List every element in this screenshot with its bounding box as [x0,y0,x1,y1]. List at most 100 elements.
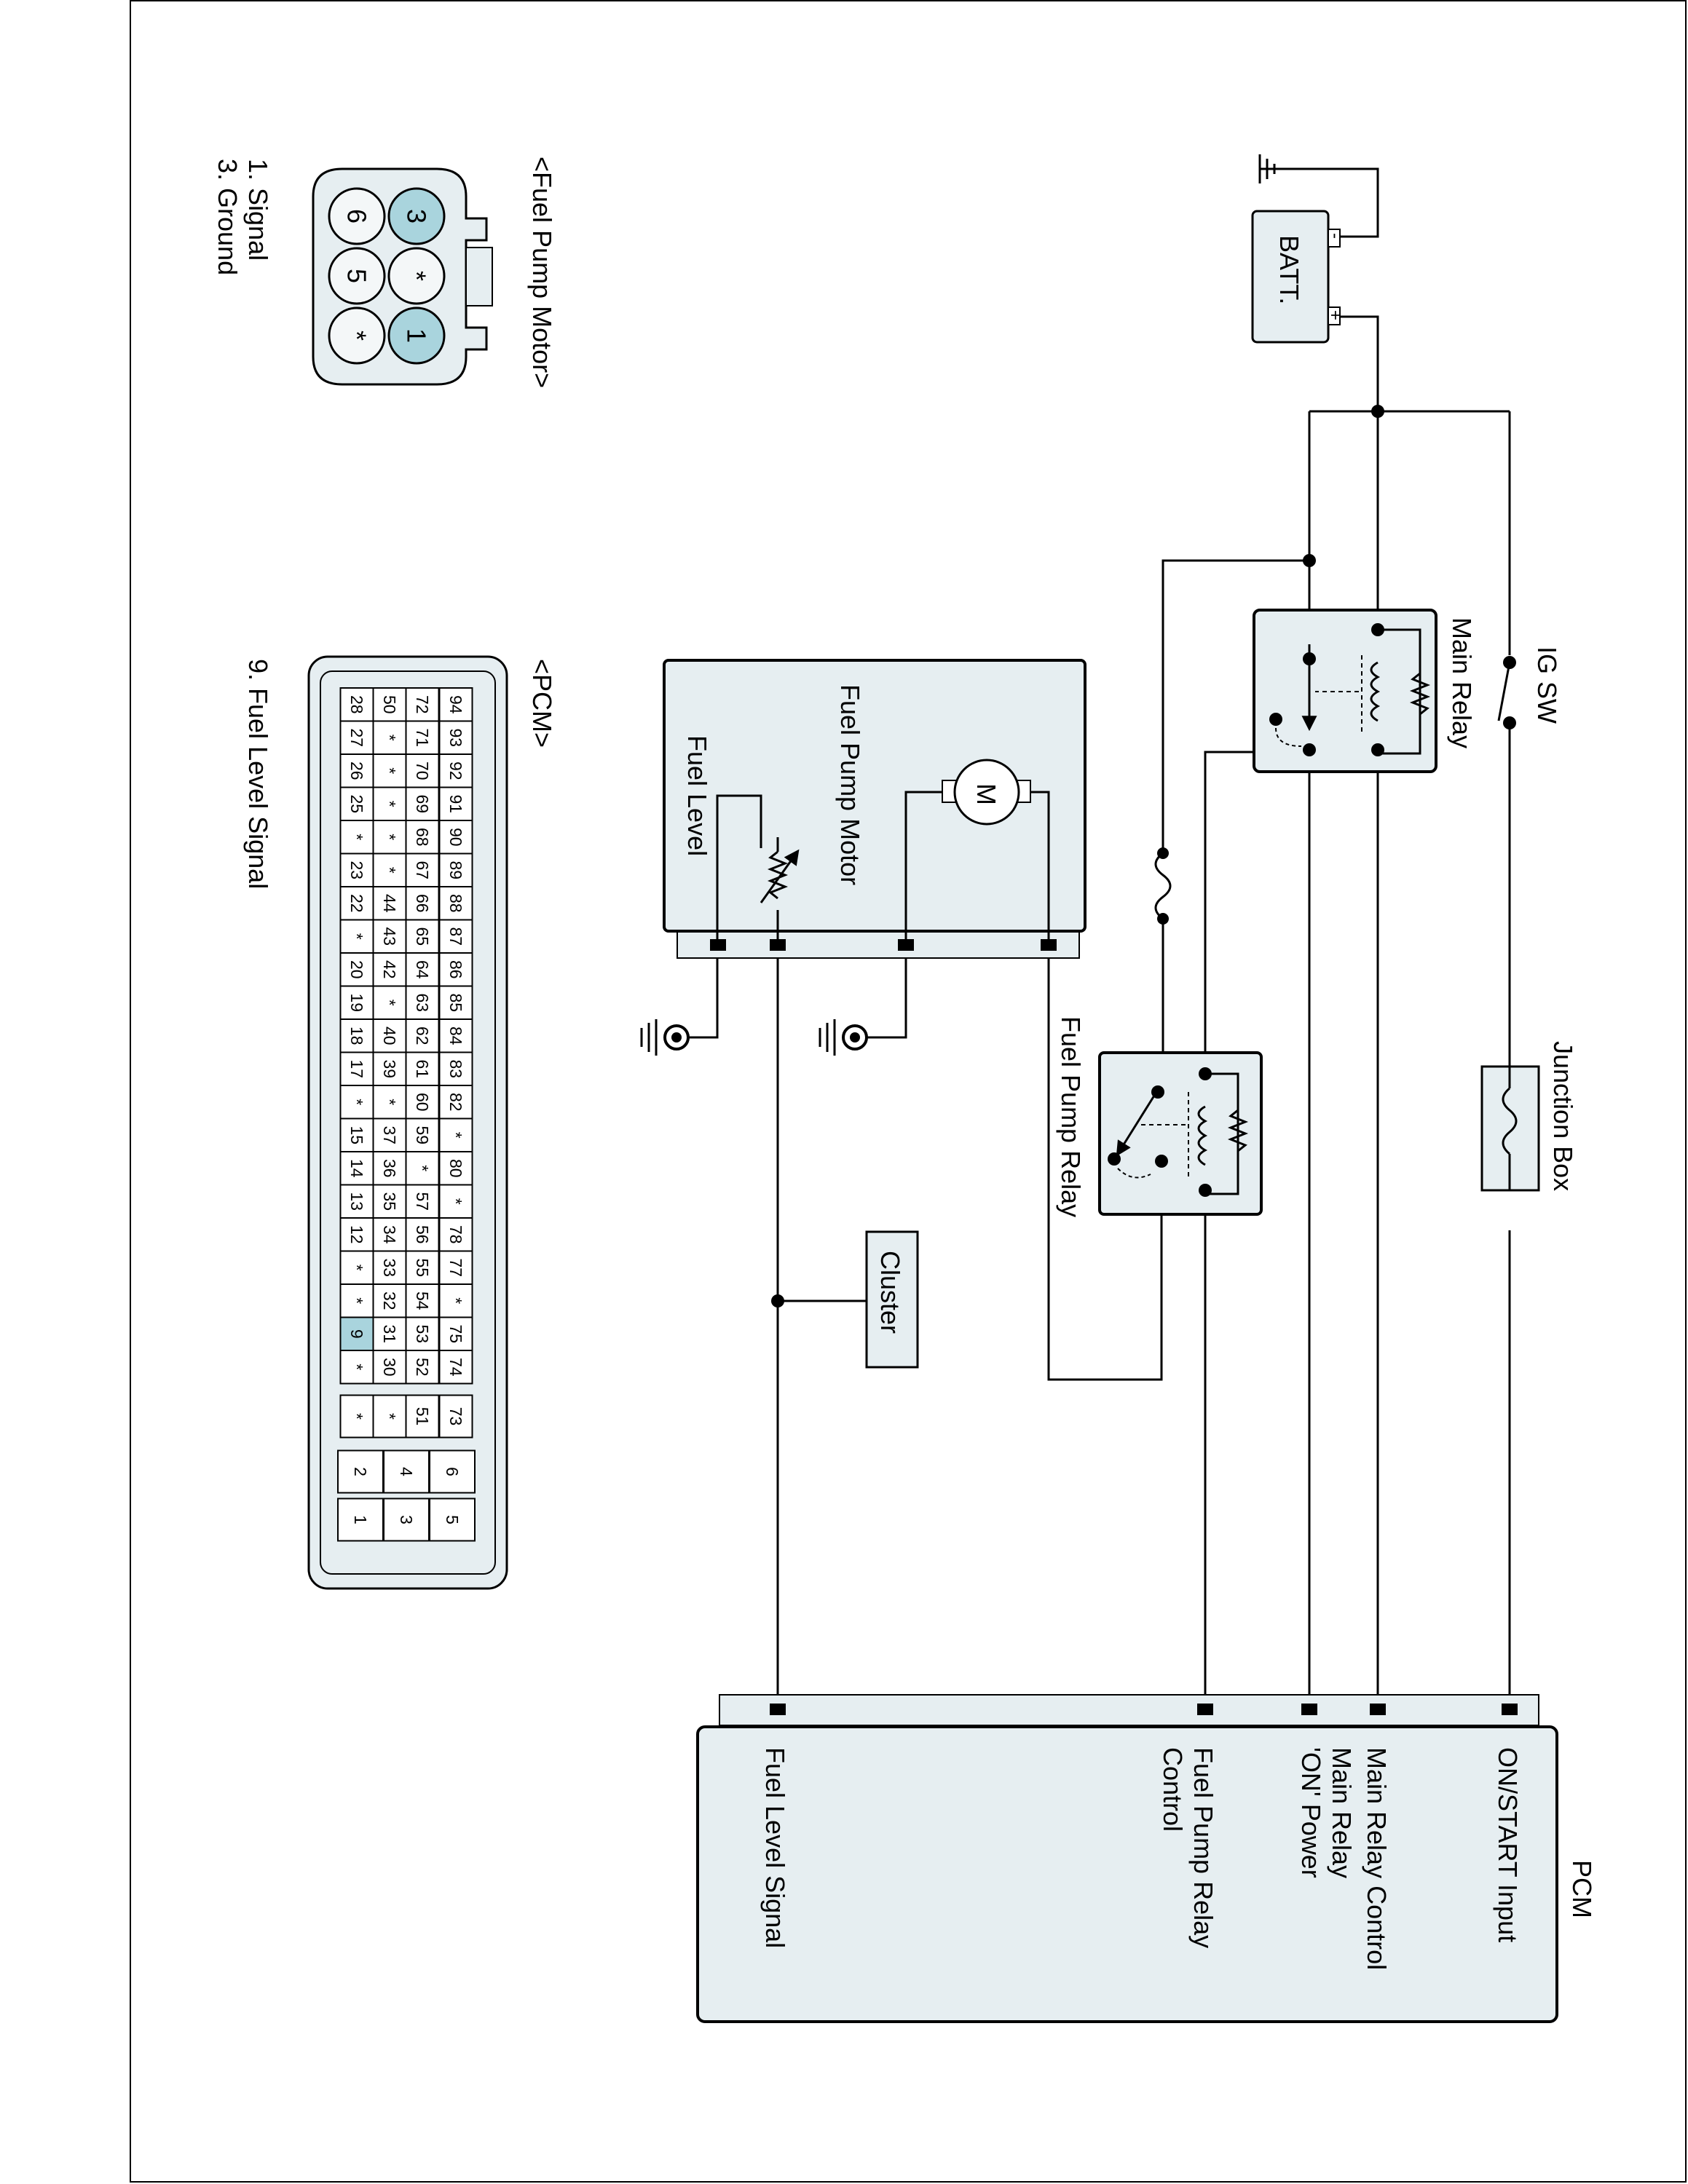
ground-icon [1258,154,1276,183]
fuse [1154,847,1172,925]
pcm-pin-label: 14 [347,1159,366,1178]
pcm-pin-cell [372,919,407,954]
pcm-pin-label: 74 [446,1358,465,1377]
pcm-pin-label: 67 [413,860,432,879]
pcm-pin-label: 15 [347,1125,366,1144]
pcm-pin-cell [339,919,374,954]
pcm-pin-cell [372,786,407,821]
pcm-pin-cell [339,1316,374,1351]
pcm-pin-label: 42 [380,960,399,979]
pcm-pin-label: 12 [347,1225,366,1244]
pcm-pin-label: * [380,767,399,774]
battery-minus-label: - [1325,233,1345,239]
connector-pin [328,247,386,305]
pcm-pin-label: 9 [347,1329,366,1339]
pcm-connector: <PCM> 94939291908988878685848382*80*7877… [243,655,557,1590]
pcm-label: PCM [1567,1860,1597,1918]
pcm-pin-label: 53 [413,1324,432,1343]
pcm-legend: 9. Fuel Level Signal [243,659,273,889]
pcm-pin-fuel-pump-relay-control-line2: Control [1158,1747,1188,1832]
pcm-pin-cell [438,1117,473,1152]
pcm-pin-cell [405,1250,440,1285]
fuel-pump-motor-label: Fuel Pump Motor [835,684,865,885]
pcm-pin-label: 64 [413,960,432,979]
pcm-pin-label: * [446,1132,465,1139]
pcm-pin-cell [339,886,374,921]
connector-pin [387,187,446,245]
connector-pin [328,306,386,365]
pcm-pin-cell [339,985,374,1020]
cluster: Cluster [865,1230,919,1369]
pcm-pin-label: 84 [446,1026,465,1045]
pcm-pin-cell [372,952,407,987]
pcm-pin-label: 32 [380,1291,399,1310]
pcm-pin-cell [438,1051,473,1086]
pcm-module: PCM ON/START Input Main Relay Control Ma… [696,1694,1597,2023]
pcm-pin-label: 80 [446,1159,465,1178]
pcm-pin-label: * [380,1413,399,1420]
junction-box-label: Junction Box [1548,1041,1578,1191]
pcm-pin-label: * [380,1099,399,1105]
pcm-pin-label: 92 [446,761,465,780]
pcm-pin-label: 90 [446,828,465,847]
battery-label: BATT. [1274,235,1304,304]
pcm-pin-label: 40 [380,1026,399,1045]
pcm-pin-label: 39 [380,1059,399,1078]
pcm-pin-label: 93 [446,728,465,747]
pcm-pin-cell [383,1497,430,1542]
ignition-switch: IG SW [1497,646,1562,729]
pcm-pin-label: 77 [446,1258,465,1277]
pcm-pin-cell [339,687,374,722]
pcm-connector-title: <PCM> [527,659,557,748]
pcm-pin-cell [339,753,374,788]
pcm-pin-cell [438,1018,473,1053]
main-relay: Main Relay [1253,609,1477,773]
pcm-pin-label: * [347,1297,366,1304]
pcm-pin-cell [339,1283,374,1318]
pcm-pin-cell [372,687,407,722]
pcm-pin-label: 56 [413,1225,432,1244]
pcm-pin-cell [429,1449,476,1494]
pcm-pin-label: 5 [443,1515,462,1524]
pcm-pin-label: * [347,834,366,840]
pcm-pin-label: 71 [413,728,432,747]
pcm-pin-label: 18 [347,1026,366,1045]
pcm-pin-label: 60 [413,1093,432,1112]
connector-pin-label: 1 [402,328,432,343]
pcm-pin-label: 28 [347,695,366,714]
pcm-pin-label: * [380,1000,399,1006]
pcm-pin-cell [339,1151,374,1186]
junction-box: Junction Box [1480,1041,1578,1192]
pcm-pin-label: 73 [446,1407,465,1426]
pcm-pin-main-relay-on-power-line1: Main Relay [1327,1747,1357,1878]
pcm-pin-cell [405,1394,440,1439]
pcm-pin-label: 91 [446,794,465,813]
pcm-pin-label: 59 [413,1125,432,1144]
pcm-pin-label: 30 [380,1358,399,1377]
pcm-pin-label: 82 [446,1093,465,1112]
pcm-pin-cell [372,985,407,1020]
pcm-pin-cell [372,1350,407,1385]
pcm-pin-cell [405,1051,440,1086]
pcm-pin-cell [405,786,440,821]
fuel-pump-relay-label: Fuel Pump Relay [1056,1016,1086,1217]
pcm-pin-cell [337,1449,384,1494]
pcm-pin-label: 4 [397,1467,416,1476]
pcm-pin-cell [339,1051,374,1086]
fuel-pump-legend-2: 3. Ground [213,159,242,275]
pcm-pin-cell [438,1394,473,1439]
pcm-pin-main-relay-on-power-line2: 'ON' Power [1296,1747,1326,1878]
pcm-pin-label: 63 [413,993,432,1012]
connector-pin [387,306,446,365]
pcm-pin-label: 78 [446,1225,465,1244]
pcm-pin-label: 87 [446,927,465,946]
chassis-ground-icon [819,1019,868,1056]
pcm-pin-label: 43 [380,927,399,946]
pcm-pin-label: 61 [413,1059,432,1078]
pcm-pin-label: 26 [347,761,366,780]
pcm-pin-label: * [347,1099,366,1105]
pcm-pin-cell [438,820,473,855]
connector-pin-label: * [342,331,372,341]
pcm-pin-cell [372,1394,407,1439]
